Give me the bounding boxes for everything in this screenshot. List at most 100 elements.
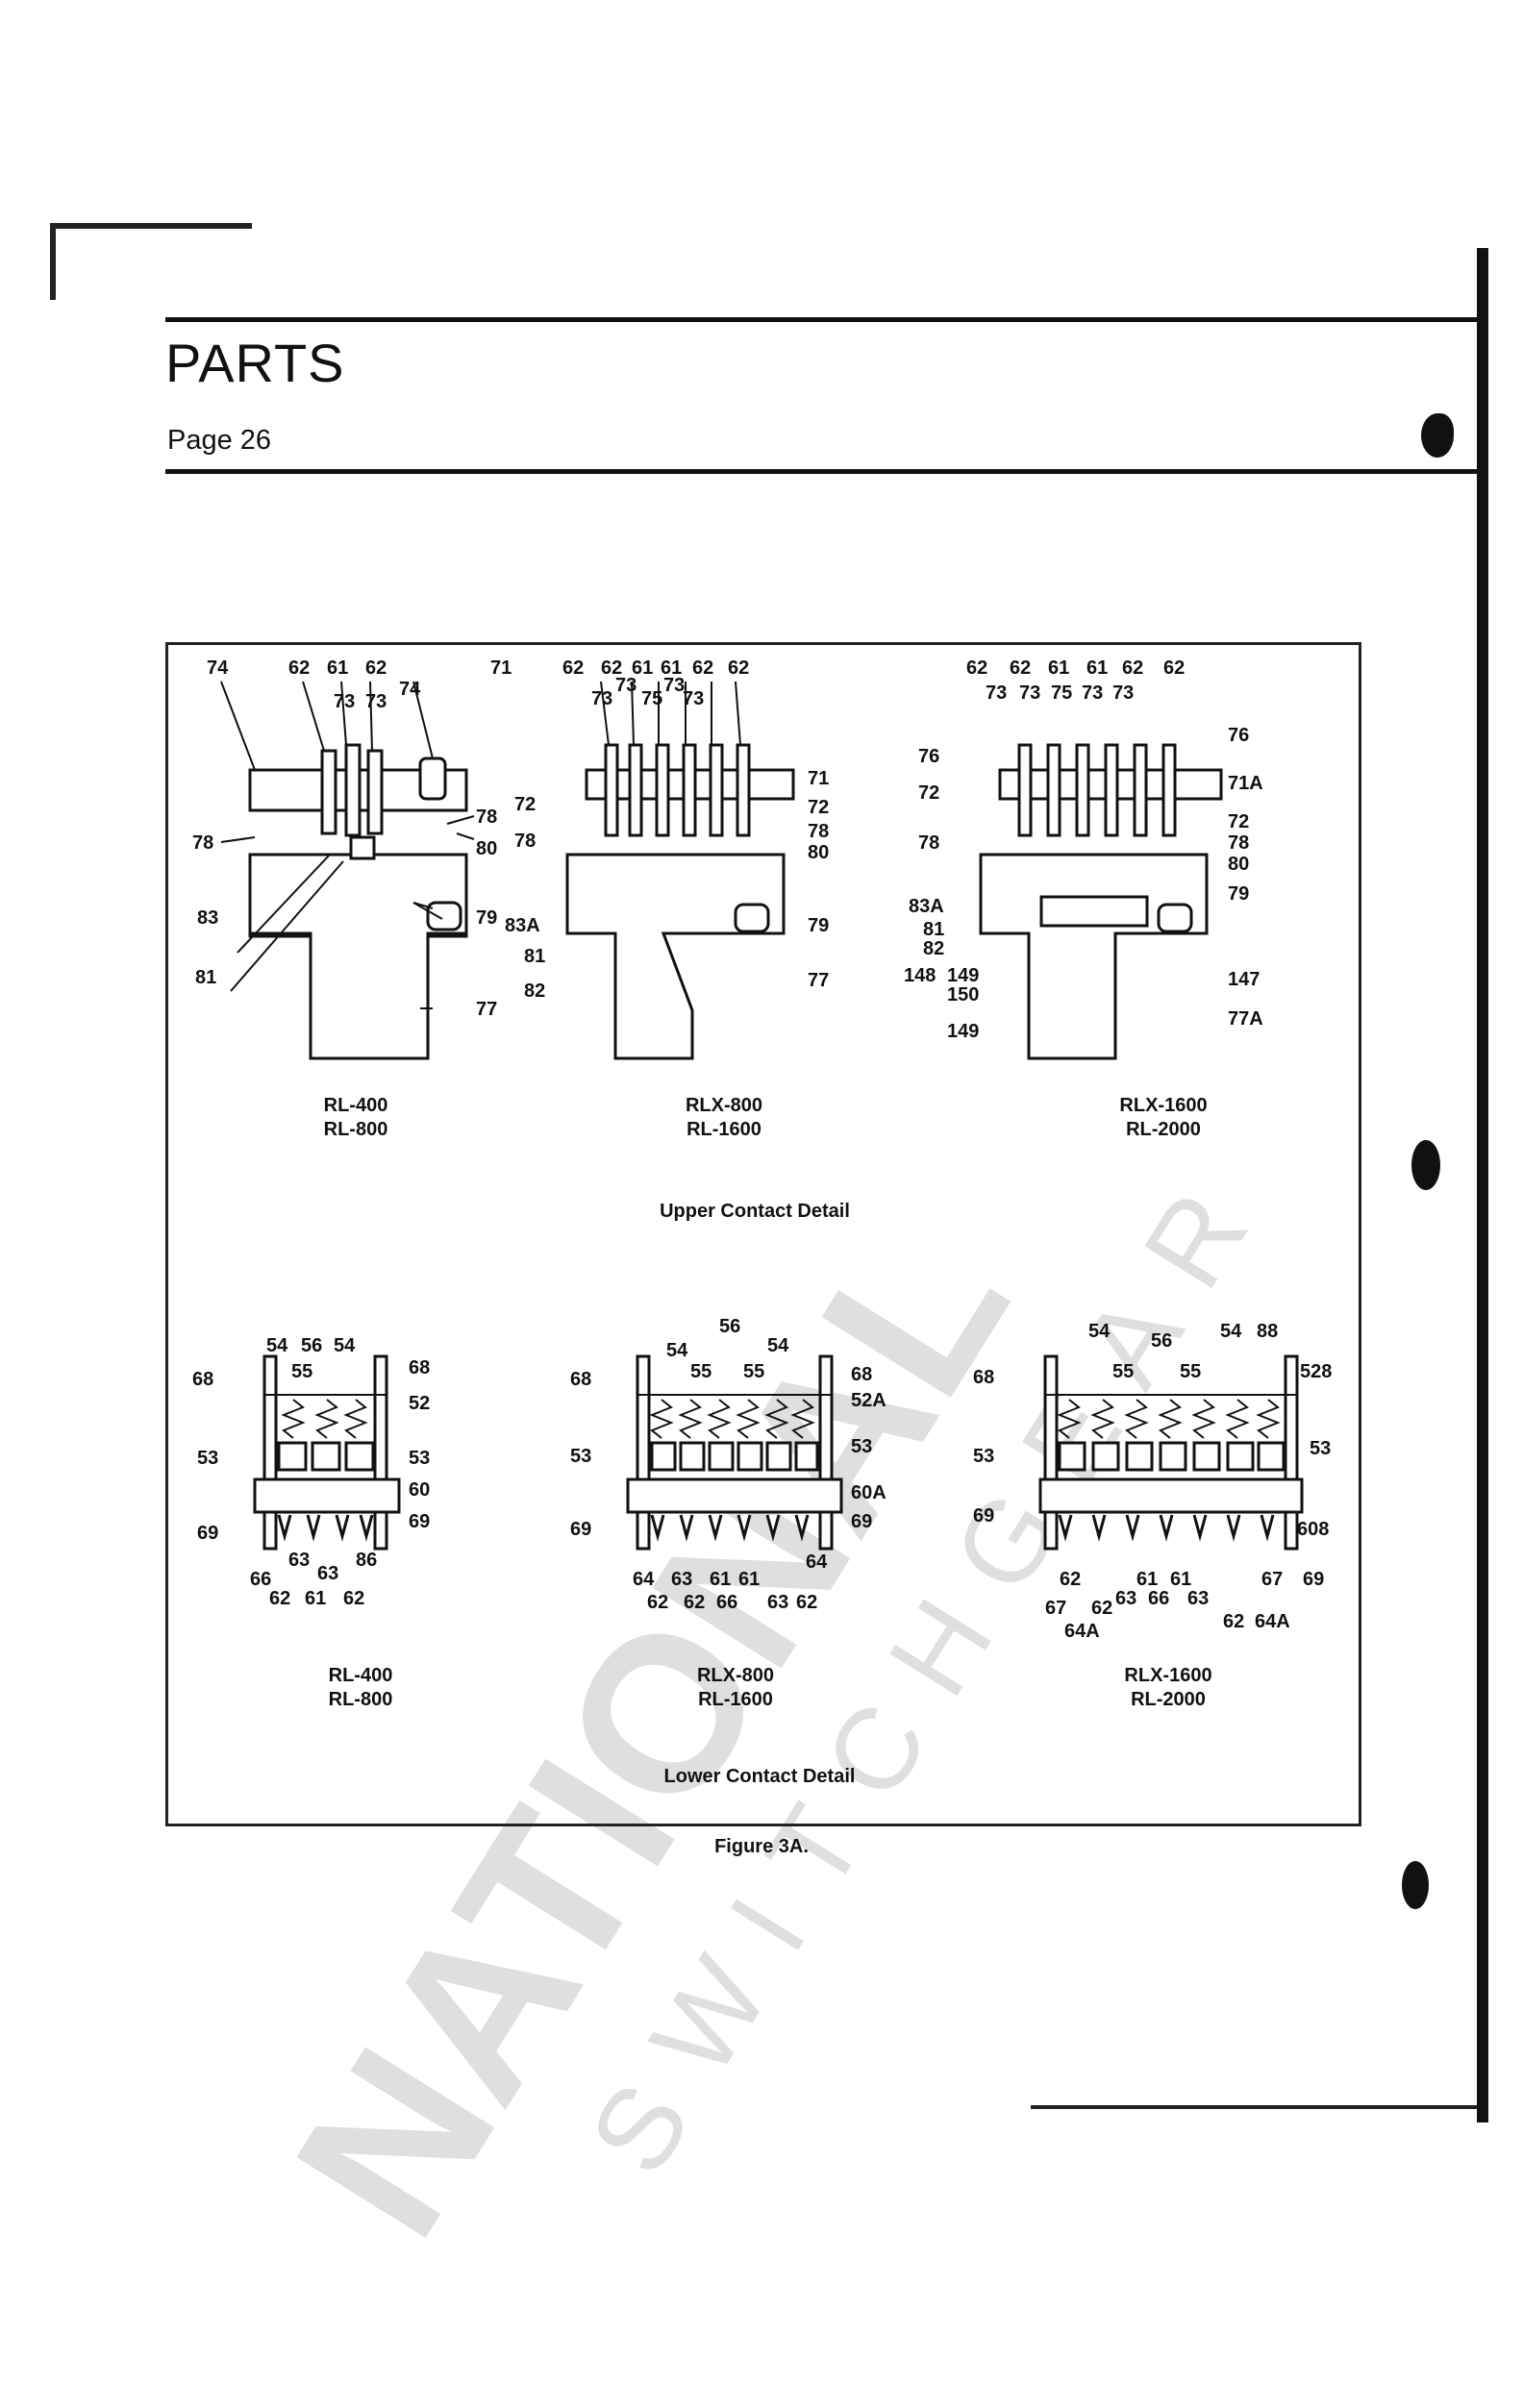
callout: 81 <box>195 967 216 988</box>
callout: 608 <box>1297 1519 1329 1540</box>
callout: 77 <box>476 999 497 1020</box>
callout: 55 <box>291 1361 312 1382</box>
callout: 78 <box>1228 832 1249 854</box>
upper-model-3-line1: RLX-1600 <box>1119 1095 1207 1116</box>
callout: 55 <box>690 1361 712 1382</box>
callout: 66 <box>716 1592 737 1613</box>
callout: 61 <box>305 1588 326 1609</box>
callout: 83A <box>505 915 540 936</box>
callout: 69 <box>570 1519 591 1540</box>
callout: 61 <box>1170 1569 1191 1590</box>
callout: 56 <box>301 1335 322 1356</box>
callout: 82 <box>923 938 944 959</box>
bottom-rule <box>165 469 1483 474</box>
binder-hole-3 <box>1402 1861 1429 1909</box>
callout: 78 <box>476 807 497 828</box>
callout: 69 <box>1303 1569 1324 1590</box>
page-edge-right <box>1477 248 1488 2123</box>
callout: 69 <box>973 1505 994 1527</box>
callout: 62 <box>684 1592 705 1613</box>
callout: 63 <box>767 1592 788 1613</box>
upper-model-3-line2: RL-2000 <box>1126 1119 1201 1140</box>
callout: 71A <box>1228 773 1263 794</box>
callout: 71 <box>490 658 512 679</box>
callout: 62 <box>1091 1598 1112 1619</box>
callout: 62 <box>647 1592 668 1613</box>
callout: 62 <box>796 1592 817 1613</box>
page-edge-bottom <box>1031 2105 1477 2109</box>
callout: 150 <box>947 984 979 1005</box>
callout: 60 <box>409 1479 430 1501</box>
callout: 62 <box>343 1588 364 1609</box>
callout: 66 <box>1148 1588 1169 1609</box>
callout: 82 <box>524 981 545 1002</box>
callout: 81 <box>923 919 944 940</box>
callout: 61 <box>1086 658 1108 679</box>
callout: 54 <box>266 1335 288 1356</box>
upper-model-1-line2: RL-800 <box>324 1119 388 1140</box>
callout: 55 <box>1112 1361 1134 1382</box>
callout: 62 <box>288 658 310 679</box>
callout: 61 <box>327 658 348 679</box>
upper-assembly-1: 74 62 61 62 71 73 73 74 78 78 80 83 79 8… <box>192 658 512 1060</box>
callout: 53 <box>1310 1438 1331 1459</box>
callout: 76 <box>918 746 939 767</box>
callout: 528 <box>1300 1361 1332 1382</box>
lower-section-title: Lower Contact Detail <box>664 1766 856 1787</box>
callout: 72 <box>1228 811 1249 832</box>
callout: 54 <box>666 1340 688 1361</box>
callout: 79 <box>808 915 829 936</box>
callout: 73 <box>986 683 1007 704</box>
callout: 61 <box>1136 1569 1158 1590</box>
callout: 63 <box>1187 1588 1209 1609</box>
callout: 80 <box>808 842 829 863</box>
callout: 62 <box>269 1588 290 1609</box>
callout: 149 <box>947 1021 979 1042</box>
callout: 77 <box>808 970 829 991</box>
callout: 54 <box>334 1335 356 1356</box>
figure-frame: 74 62 61 62 71 73 73 74 78 78 80 83 79 8… <box>165 642 1361 1826</box>
callout: 73 <box>1112 683 1134 704</box>
callout: 53 <box>197 1448 218 1469</box>
lower-assembly-3: 54 56 54 88 55 55 528 68 53 53 69 608 62… <box>973 1321 1332 1642</box>
callout: 63 <box>288 1550 310 1571</box>
callout: 61 <box>738 1569 760 1590</box>
callout: 61 <box>1048 658 1069 679</box>
callout: 78 <box>808 821 829 842</box>
callout: 62 <box>1163 658 1185 679</box>
upper-model-2-line1: RLX-800 <box>686 1095 762 1116</box>
callout: 63 <box>1115 1588 1136 1609</box>
callout: 79 <box>476 907 497 929</box>
callout: 76 <box>1228 725 1249 746</box>
callout: 77A <box>1228 1008 1263 1030</box>
callout: 64 <box>806 1552 828 1573</box>
lower-assembly-2: 56 54 54 55 55 68 68 52A 53 53 60A 69 69… <box>570 1316 886 1613</box>
callout: 75 <box>1051 683 1072 704</box>
callout: 62 <box>1060 1569 1081 1590</box>
upper-assembly-2: 62 62 61 61 62 62 73 73 75 73 73 71 72 7… <box>505 658 829 1060</box>
callout: 54 <box>767 1335 789 1356</box>
lower-model-3-line1: RLX-1600 <box>1124 1665 1211 1686</box>
upper-section-title: Upper Contact Detail <box>660 1201 850 1222</box>
upper-assembly-3: 62 62 61 61 62 62 73 73 75 73 73 76 76 7… <box>904 658 1263 1060</box>
callout: 62 <box>1010 658 1031 679</box>
callout: 61 <box>710 1569 731 1590</box>
callout: 61 <box>661 658 682 679</box>
callout: 73 <box>591 688 612 709</box>
crop-mark-top <box>50 223 252 229</box>
callout: 62 <box>692 658 713 679</box>
callout: 147 <box>1228 969 1260 990</box>
callout: 63 <box>671 1569 692 1590</box>
lower-model-3-line2: RL-2000 <box>1131 1689 1206 1710</box>
callout: 54 <box>1220 1321 1242 1342</box>
callout: 68 <box>192 1369 213 1390</box>
callout: 60A <box>851 1482 886 1503</box>
callout: 62 <box>601 658 622 679</box>
callout: 73 <box>365 691 387 712</box>
callout: 75 <box>641 688 662 709</box>
callout: 62 <box>966 658 987 679</box>
callout: 67 <box>1045 1598 1066 1619</box>
callout: 68 <box>570 1369 591 1390</box>
lower-model-2-line1: RLX-800 <box>697 1665 774 1686</box>
callout: 53 <box>409 1448 430 1469</box>
